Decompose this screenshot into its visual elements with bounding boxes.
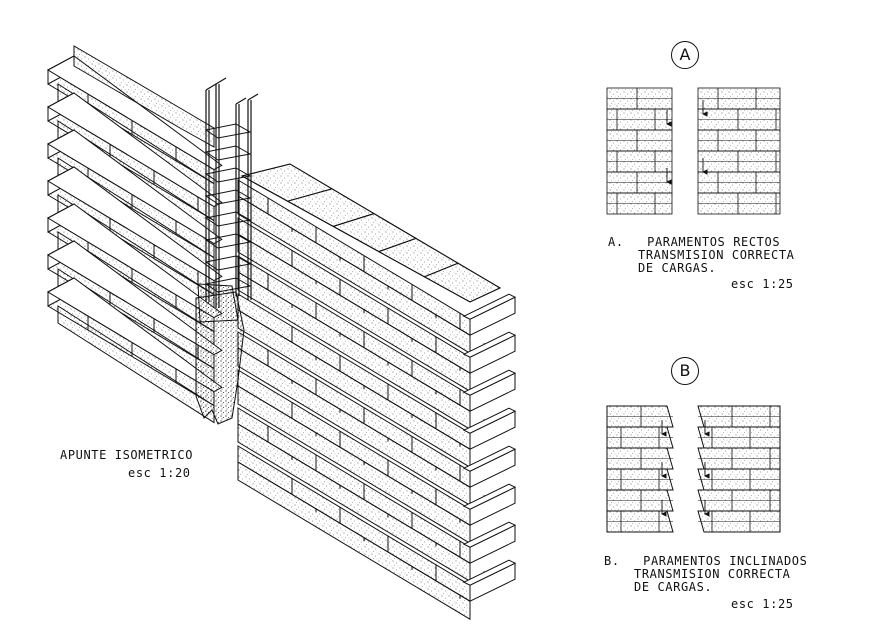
- rebar-hook: [215, 77, 227, 85]
- rebar-hook: [247, 93, 259, 101]
- brick-course-top: [46, 166, 223, 282]
- detail-a-drawing: [606, 87, 781, 215]
- brick-course-top: [462, 445, 517, 472]
- brick-course-top: [462, 331, 517, 358]
- detail-b-caption-line3: DE CARGAS.: [634, 580, 713, 594]
- detail-a-caption-line3: DE CARGAS.: [638, 261, 717, 275]
- isometric-left-wall: [46, 45, 223, 424]
- rebar-stirrup: [204, 233, 252, 249]
- column-concrete: [195, 291, 245, 425]
- brick-course-top: [462, 559, 517, 586]
- brick-course-face: [237, 461, 471, 621]
- detail-a-caption-line1: A. PARAMENTOS RECTOS: [608, 235, 781, 249]
- detail-b-caption-line1: B. PARAMENTOS INCLINADOS: [604, 554, 808, 568]
- brick-course-top: [462, 369, 517, 396]
- rebar-stirrup: [204, 277, 252, 293]
- detail-a-caption-line2: TRANSMISION CORRECTA: [638, 248, 795, 262]
- isometric-scale: esc 1:20: [128, 466, 191, 480]
- rebar-stirrup: [204, 145, 252, 161]
- brick-course-top: [462, 293, 517, 320]
- column-aggregate: [197, 283, 239, 323]
- brick-course-top: [46, 92, 223, 208]
- brick-course-top: [462, 521, 517, 548]
- brick-inner-face: [57, 305, 215, 424]
- detail-b-marker: B: [671, 357, 699, 385]
- detail-b-scale: esc 1:25: [731, 597, 794, 611]
- rebar-hook: [205, 83, 217, 91]
- isometric-title: APUNTE ISOMETRICO: [60, 448, 194, 462]
- detail-a-marker: A: [671, 41, 699, 69]
- detail-b-drawing: [606, 405, 781, 533]
- rebar-stirrup: [204, 123, 252, 139]
- rebar-stirrup: [204, 255, 252, 271]
- brick-course-top: [46, 129, 223, 245]
- brick-course-top: [462, 483, 517, 510]
- rebar-group: [204, 77, 259, 308]
- detail-b-caption-line2: TRANSMISION CORRECTA: [634, 567, 791, 581]
- detail-a-scale: esc 1:25: [731, 277, 794, 291]
- isometric-right-wall: [237, 163, 517, 621]
- rebar-stirrup: [204, 167, 252, 183]
- rebar-hook: [235, 97, 247, 105]
- brick-course-top: [462, 407, 517, 434]
- rebar-stirrup: [204, 211, 252, 227]
- rebar-stirrup: [204, 189, 252, 205]
- top-brick: [423, 262, 502, 303]
- column-concrete-fill: [195, 283, 245, 425]
- brick-course-top: [46, 55, 223, 171]
